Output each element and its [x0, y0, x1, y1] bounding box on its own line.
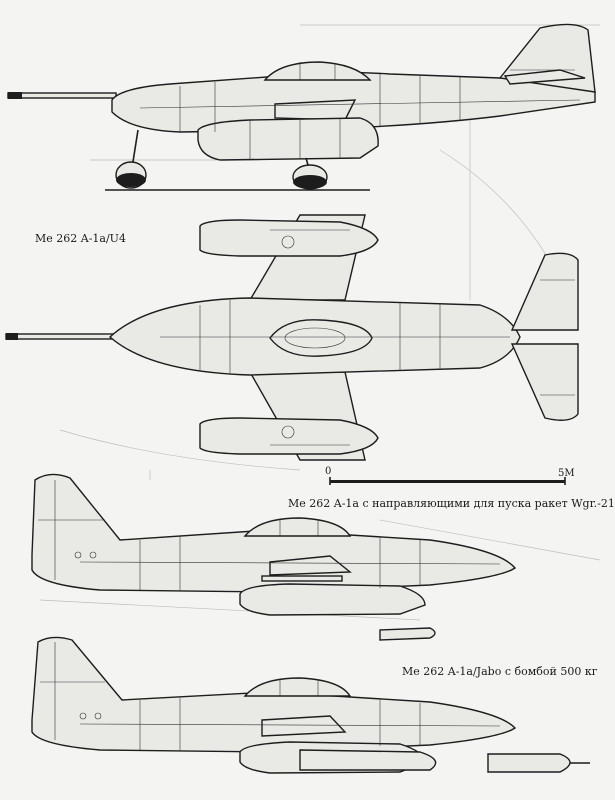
side-view-jabo [31, 636, 590, 774]
caption-rockets: Me 262 A-1a с направляющими для пуска ра… [288, 497, 615, 510]
scale-zero-label: 0 [325, 466, 332, 477]
scale-end-label: 5M [558, 468, 575, 479]
plan-view [5, 214, 579, 461]
side-view-u4 [7, 23, 596, 191]
background-ghost-lines [39, 24, 601, 621]
caption-u4: Me 262 A-1a/U4 [35, 232, 126, 245]
side-view-rockets [31, 473, 517, 641]
scale-bar [329, 477, 566, 485]
caption-jabo: Me 262 A-1a/Jabo с бомбой 500 кг [402, 665, 598, 678]
